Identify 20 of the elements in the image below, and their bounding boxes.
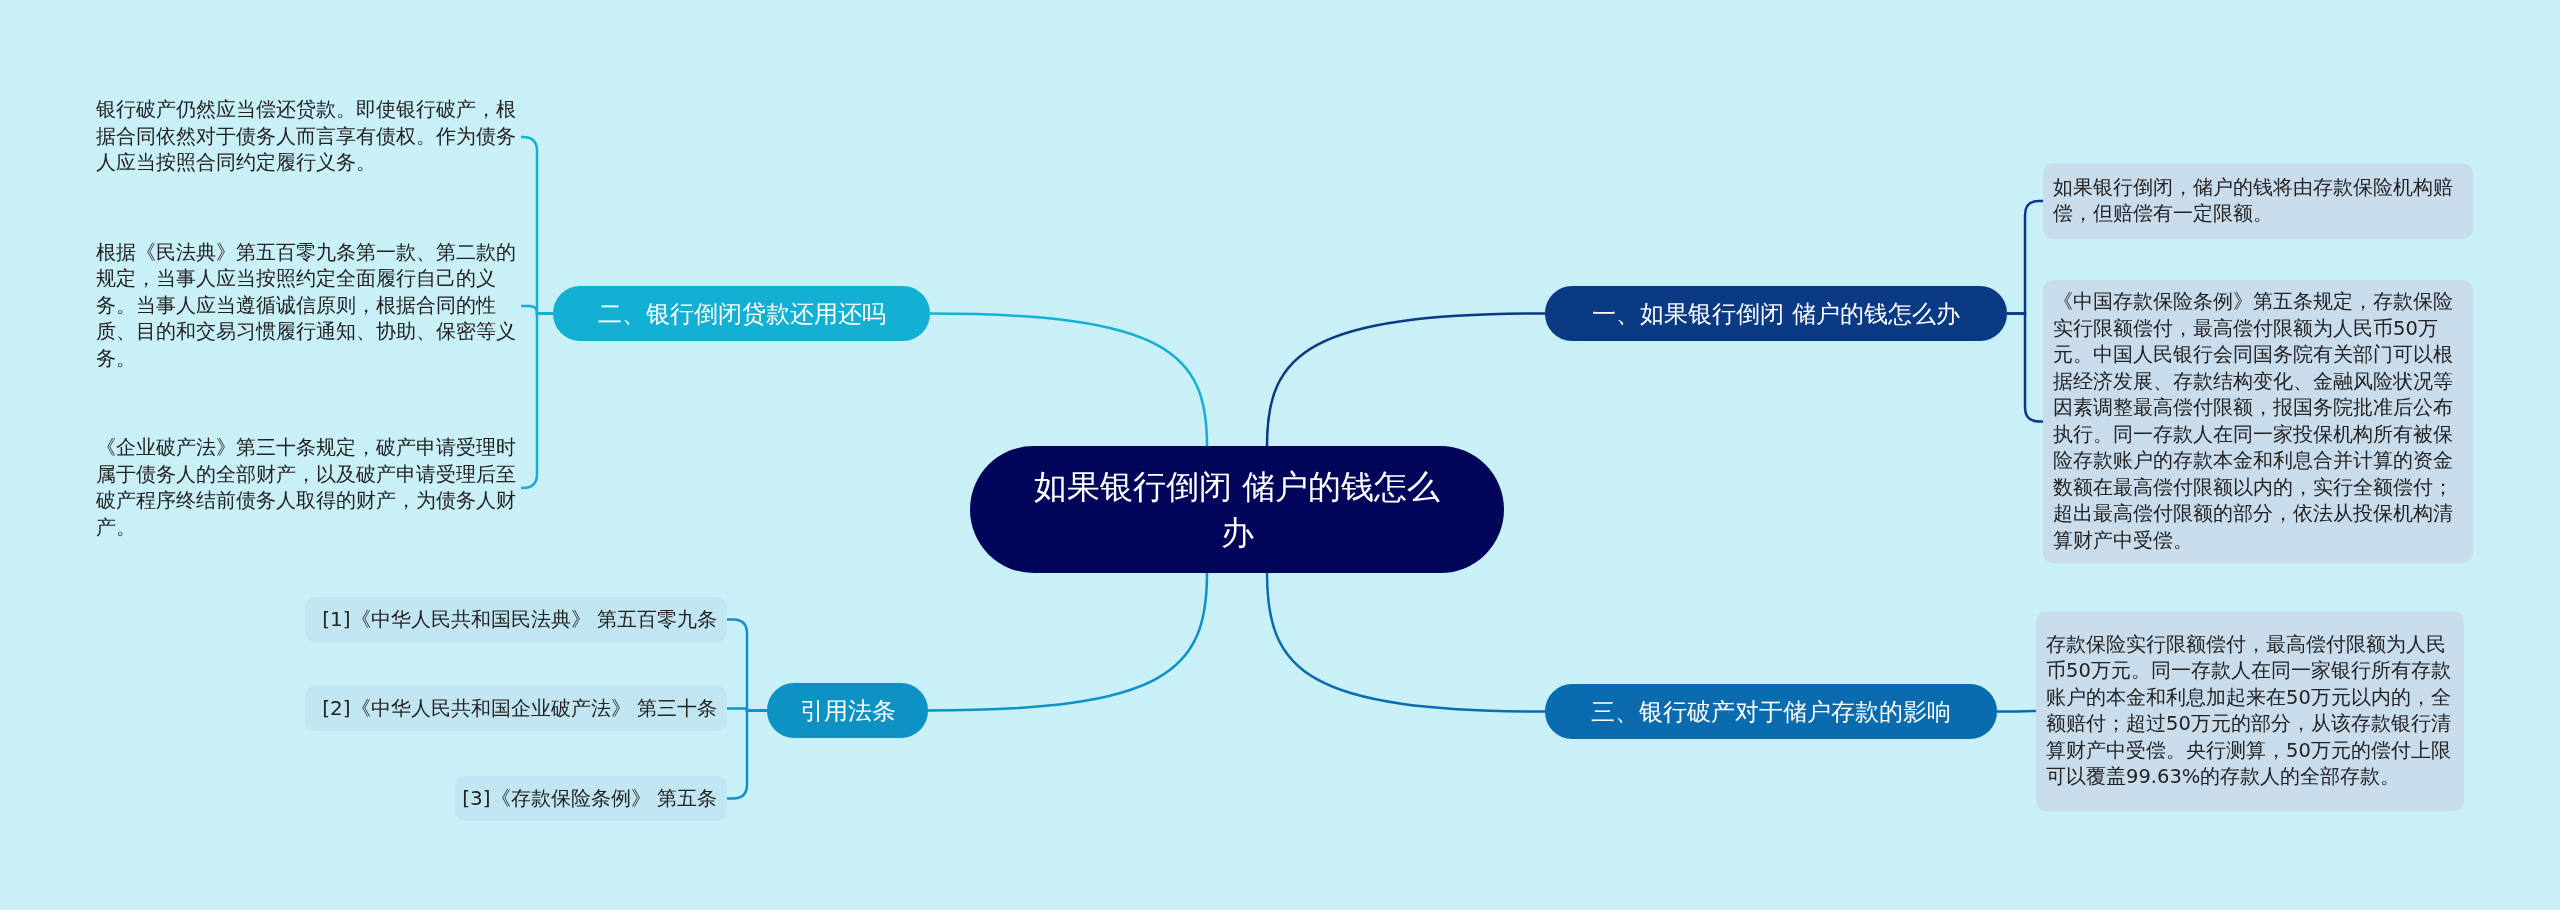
note-text: 银行破产仍然应当偿还贷款。即使银行破产，根据合同依然对于债务人而言享有债权。作为债务人应当按照合同约定履行义务。	[96, 95, 521, 179]
note-text: 《企业破产法》第三十条规定，破产申请受理时属于债务人的全部财产，以及破产申请受理后至破产程序终结前债务人取得的财产，为债务人财产。	[96, 433, 521, 543]
citation-item: [2]《中华人民共和国企业破产法》 第三十条	[305, 686, 727, 731]
central-topic: 如果银行倒闭 储户的钱怎么办	[970, 446, 1504, 573]
connector-line	[521, 312, 553, 490]
branch-topic: 二、银行倒闭贷款还用还吗	[553, 286, 930, 341]
connector-line	[1265, 572, 1545, 713]
branch-topic: 一、如果银行倒闭 储户的钱怎么办	[1545, 286, 2007, 341]
note-text: 根据《民法典》第五百零九条第一款、第二款的规定，当事人应当按照约定全面履行自己的义务。当事人应当遵循诚信原则，根据合同的性质、目的和交易习惯履行通知、协助、保密等义务。	[96, 238, 521, 374]
citation-item: [1]《中华人民共和国民法典》 第五百零九条	[305, 597, 727, 642]
branch-topic: 引用法条	[767, 683, 928, 738]
connector-line	[1265, 312, 1546, 447]
connector-line	[928, 572, 1209, 712]
connector-line	[1997, 709, 2037, 713]
branch-topic: 三、银行破产对于储户存款的影响	[1545, 684, 1997, 739]
note-card: 如果银行倒闭，储户的钱将由存款保险机构赔偿，但赔偿有一定限额。	[2043, 163, 2473, 239]
note-card: 存款保险实行限额偿付，最高偿付限额为人民币50万元。同一存款人在同一家银行所有存款账户的本金和利息加起来在50万元以内的，全额赔付；超过50万元的部分，从该存款银行清算财产中受偿。央行测算，50万元的偿付上限可以覆盖99.63%的存款人的全部存款。	[2036, 611, 2464, 811]
connector-line	[929, 312, 1209, 447]
citation-item: [3]《存款保险条例》 第五条	[455, 776, 727, 821]
note-card: 《中国存款保险条例》第五条规定，存款保险实行限额偿付，最高偿付限额为人民币50万元。中国人民银行会同国务院有关部门可以根据经济发展、存款结构变化、金融风险状况等因素调整最高偿付限额，报国务院批准后公布执行。同一存款人在同一家投保机构所有被保险存款账户的存款本金和利息合并计算的资金数额在最高偿付限额以内的，实行全额偿付；超出最高偿付限额的部分，依法从投保机构清算财产中受偿。	[2043, 280, 2473, 563]
